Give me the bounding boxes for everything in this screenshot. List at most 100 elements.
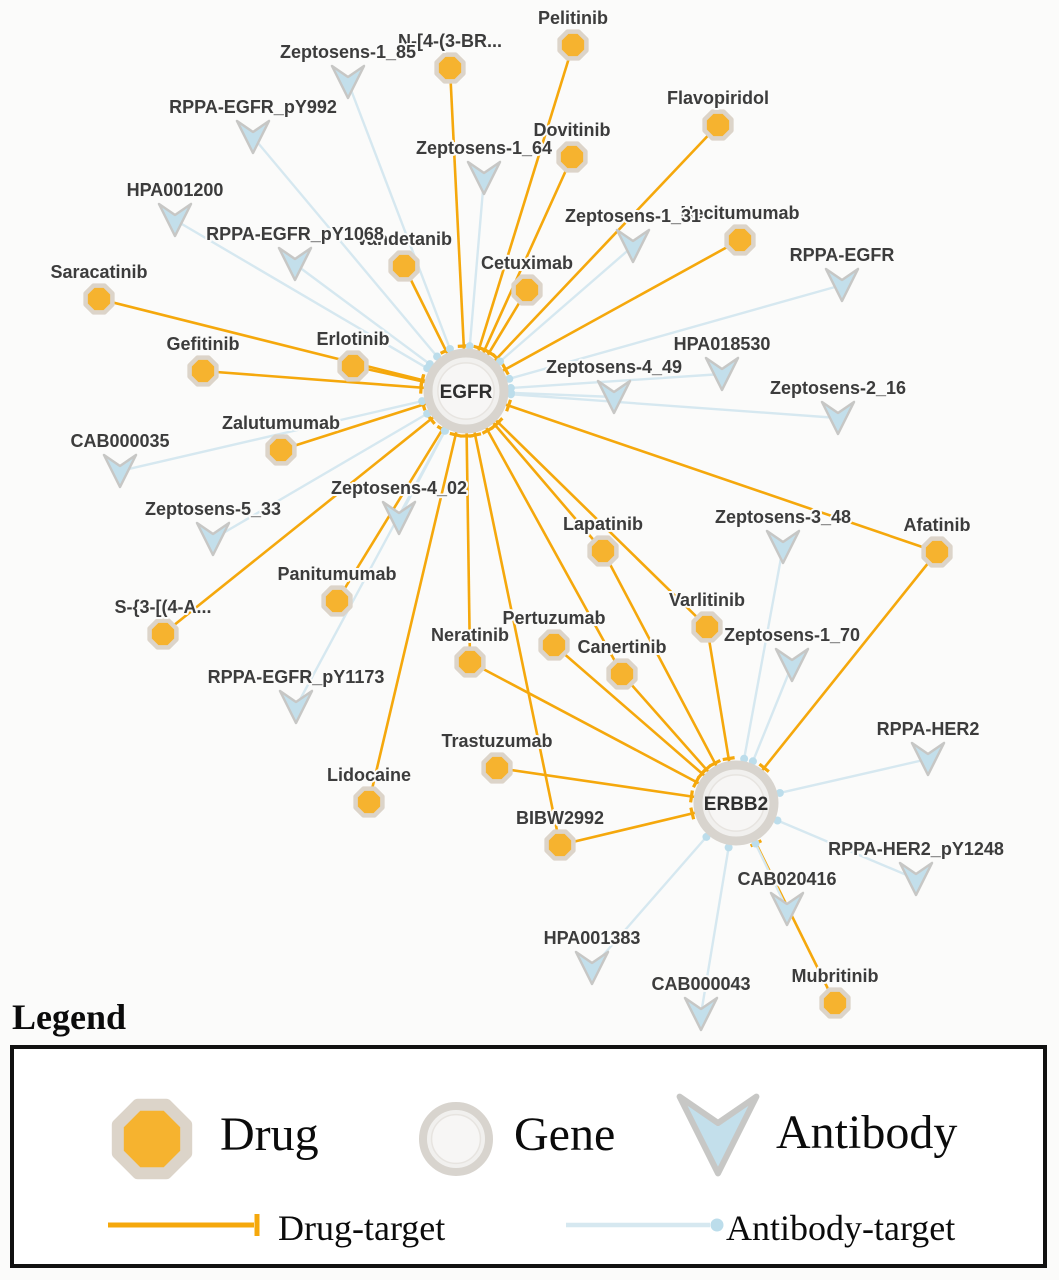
gene-node-icon: [419, 1102, 493, 1176]
antibody-target-dot-cap: [506, 390, 515, 399]
drug-label: Varlitinib: [669, 590, 745, 610]
antibody-node: [195, 521, 231, 557]
drug-node: [111, 1098, 193, 1180]
drug-target-tee-cap: [722, 756, 735, 762]
edge-drug-target: [98, 297, 467, 393]
edge-drug-target: [465, 238, 741, 393]
drug-label: Pertuzumab: [502, 608, 605, 628]
edge-drug-target: [162, 389, 467, 636]
edge-drug-target: [465, 124, 719, 392]
drug-label: Neratinib: [431, 625, 509, 645]
drug-node: [921, 536, 953, 568]
antibody-target-dot-cap: [465, 342, 474, 351]
drug-label: Flavopiridol: [667, 88, 769, 108]
drug-node: [83, 283, 115, 315]
drug-target-tee-cap: [689, 807, 696, 820]
edge-drug-target: [734, 551, 939, 804]
antibody-node: [683, 996, 719, 1032]
gene-node-inner: [707, 774, 765, 832]
drug-target-tee-cap: [692, 775, 701, 788]
antibody-node: [330, 64, 366, 100]
edge-antibody-target: [174, 218, 467, 393]
antibody-target-dot-cap: [710, 1218, 724, 1232]
drug-label: Canertinib: [577, 637, 666, 657]
legend-drug-target-label: Drug-target: [278, 1208, 446, 1248]
edge-antibody-target: [294, 390, 468, 708]
drug-node: [434, 52, 466, 84]
antibody-target-dot-cap: [418, 397, 427, 406]
drug-node: [556, 141, 588, 173]
edge-drug-target: [469, 660, 737, 805]
drug-label: S-{3-[(4-A...: [114, 597, 211, 617]
drug-node: [702, 109, 734, 141]
antibody-label: HPA001383: [544, 928, 641, 948]
drug-target-edge-icon: [108, 1214, 260, 1236]
gene-label: ERBB2: [704, 794, 768, 815]
drug-node: [187, 355, 219, 387]
antibody-target-dot-cap: [505, 374, 514, 383]
drug-label: Afatinib: [904, 515, 971, 535]
edge-antibody-target: [252, 136, 467, 392]
antibody-label: RPPA-EGFR_pY992: [169, 97, 337, 117]
edge-antibody-target: [346, 81, 468, 392]
antibody-label: Zeptosens-2_16: [770, 378, 906, 398]
antibody-label: CAB000035: [70, 431, 169, 451]
drug-node: [265, 434, 297, 466]
drug-node: [481, 752, 513, 784]
gene-label: EGFR: [440, 382, 493, 403]
antibody-label: RPPA-EGFR_pY1173: [208, 667, 385, 687]
drug-label: Pelitinib: [538, 8, 608, 28]
drug-node: [724, 224, 756, 256]
drug-label: Zalutumumab: [222, 413, 340, 433]
drug-node: [819, 987, 851, 1019]
antibody-node: [676, 1093, 760, 1177]
antibody-node: [769, 891, 805, 927]
antibody-target-dot-cap: [724, 843, 733, 852]
edge-drug-target: [464, 390, 562, 846]
antibody-label: Zeptosens-4_02: [331, 478, 467, 498]
node-layer: [83, 29, 953, 1032]
antibody-node: [820, 400, 856, 436]
drug-target-tee-cap: [481, 426, 494, 435]
label-layer: EGFRERBB2PelitinibN-[4-(3-BR...Flavopiri…: [48, 6, 1005, 996]
legend-drug-label: Drug: [220, 1108, 319, 1161]
edge-antibody-target: [465, 389, 839, 420]
gene-node-inner: [437, 362, 495, 420]
drug-label: Necitumumab: [680, 203, 799, 223]
antibody-node: [381, 500, 417, 536]
drug-label: Erlotinib: [317, 329, 390, 349]
antibody-target-dot-cap: [775, 788, 784, 797]
drug-label: Saracatinib: [50, 262, 147, 282]
antibody-node: [615, 228, 651, 264]
drug-node-icon: [111, 1098, 193, 1180]
antibody-label: CAB000043: [651, 974, 750, 994]
drug-target-tee-cap: [419, 375, 425, 388]
antibody-label: RPPA-HER2_pY1248: [828, 839, 1004, 859]
drug-label: Dovitinib: [534, 120, 611, 140]
antibody-node: [824, 267, 860, 303]
drug-target-tee-cap: [483, 348, 496, 357]
edge-drug-target: [367, 390, 468, 803]
drug-node: [511, 274, 543, 306]
legend-box: Drug Gene Antibody Drug-target Antibody-…: [10, 1045, 1047, 1268]
legend-antibody-label: Antibody: [776, 1106, 958, 1159]
drug-node: [337, 350, 369, 382]
antibody-label: HPA018530: [674, 334, 771, 354]
drug-node: [388, 250, 420, 282]
antibody-node: [102, 453, 138, 489]
drug-node: [557, 29, 589, 61]
antibody-node: [774, 647, 810, 683]
antibody-node: [704, 356, 740, 392]
drug-target-tee-cap: [505, 399, 513, 412]
edge-drug-target: [448, 67, 468, 392]
drug-target-tee-cap: [492, 417, 504, 428]
edge-antibody-target: [465, 283, 843, 393]
drug-target-tee-cap: [468, 432, 482, 438]
antibody-label: Zeptosens-1_85: [280, 42, 416, 62]
edge-drug-target: [464, 156, 574, 392]
antibody-label: Zeptosens-1_70: [724, 625, 860, 645]
drug-target-tee-cap: [758, 762, 770, 773]
drug-node: [691, 611, 723, 643]
antibody-node: [910, 741, 946, 777]
